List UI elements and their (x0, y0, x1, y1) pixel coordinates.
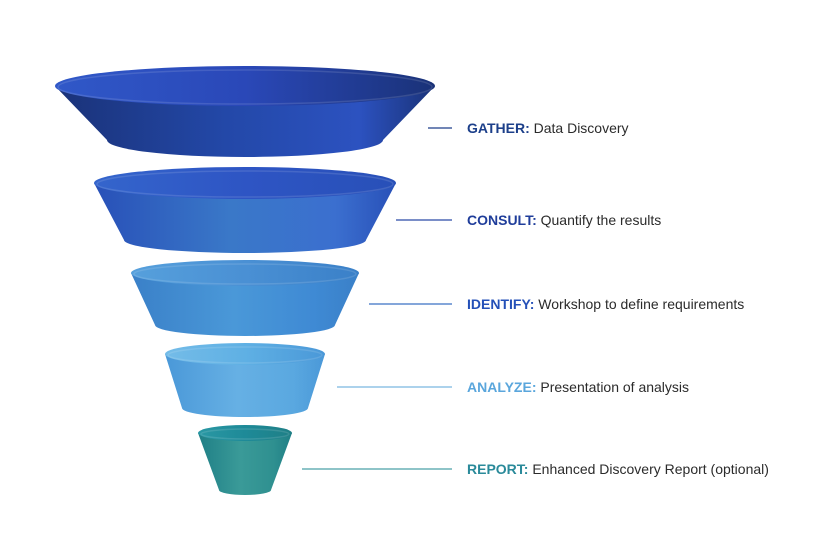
stage-title-gather: GATHER: (467, 120, 530, 136)
stage-label-consult: CONSULT: Quantify the results (467, 211, 661, 229)
funnel-layer-identify (131, 260, 359, 336)
stage-label-analyze: ANALYZE: Presentation of analysis (467, 378, 689, 396)
funnel-top-gather (55, 66, 435, 106)
funnel-body-identify (131, 273, 359, 336)
stage-label-gather: GATHER: Data Discovery (467, 119, 629, 137)
funnel-layer-consult (94, 167, 396, 253)
funnel-rim-analyze (167, 346, 323, 364)
stage-desc-identify: Workshop to define requirements (538, 296, 745, 312)
stage-desc-analyze: Presentation of analysis (540, 379, 690, 395)
stage-desc-consult: Quantify the results (540, 212, 662, 228)
funnel-body-analyze (165, 354, 325, 417)
funnel-layer-gather (55, 66, 435, 157)
stage-desc-report: Enhanced Discovery Report (optional) (532, 461, 769, 477)
funnel-top-report (198, 425, 292, 441)
funnel-rim-gather (57, 69, 433, 105)
stage-title-consult: CONSULT: (467, 212, 537, 228)
funnel-rim-report (200, 428, 290, 440)
stage-label-report: REPORT: Enhanced Discovery Report (optio… (467, 460, 769, 478)
funnel-body-consult (94, 183, 396, 253)
funnel-top-consult (94, 167, 396, 199)
stage-title-analyze: ANALYZE: (467, 379, 537, 395)
funnel-rim-consult (96, 170, 394, 198)
funnel-body-gather (55, 86, 435, 157)
funnel-layer-analyze (165, 343, 325, 417)
funnel-top-analyze (165, 343, 325, 365)
stage-desc-gather: Data Discovery (533, 120, 629, 136)
stage-label-identify: IDENTIFY: Workshop to define requirement… (467, 295, 744, 313)
funnel-rim-identify (133, 263, 357, 285)
funnel-body-report (198, 433, 292, 495)
funnel-top-identify (131, 260, 359, 286)
funnel-layer-report (198, 425, 292, 495)
stage-title-report: REPORT: (467, 461, 529, 477)
stage-title-identify: IDENTIFY: (467, 296, 535, 312)
